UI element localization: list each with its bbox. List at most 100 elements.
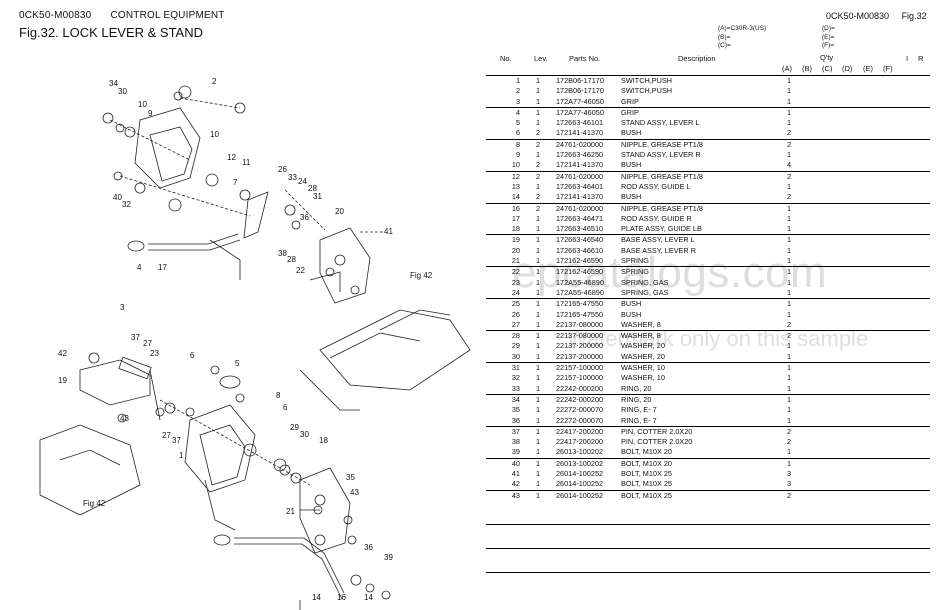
cell-qty-a: 1 [786,96,792,106]
cell-parts-no: 22242-000200 [556,383,604,393]
cell-description: SWITCH,PUSH [621,76,673,85]
callout-label: 12 [227,153,236,162]
cell-level: 2 [535,128,541,138]
cell-qty-a: 1 [786,415,792,425]
callout-label: 39 [384,553,393,562]
cell-parts-no: 172141-41370 [556,192,604,202]
cell-part-number-index: 29 [511,341,520,351]
cell-parts-no: 22272-000070 [556,415,604,425]
callout-label: 37 [172,436,181,445]
callout-label: 31 [313,192,322,201]
cell-part-number-index: 30 [511,351,520,361]
cell-parts-no: 22137-200000 [556,351,604,361]
callout-label: 32 [122,200,131,209]
cell-description: SWITCH,PUSH [621,86,673,96]
cell-part-number-index: 1 [515,76,520,85]
cell-qty-a: 2 [786,490,792,500]
cell-qty-a: 1 [786,373,792,383]
cell-description: BOLT, M10X 20 [621,458,672,468]
cell-qty-a: 1 [786,76,792,85]
cell-parts-no: 22417-200200 [556,437,604,447]
cell-description: RING, 20 [621,394,652,404]
cell-parts-no: 172663-46401 [556,181,604,191]
cell-qty-a: 1 [786,256,792,266]
cell-parts-no: 172663-46540 [556,235,604,245]
callout-label: 35 [346,473,355,482]
callout-label: 28 [308,184,317,193]
callout-label: 9 [148,109,153,118]
cell-level: 1 [535,437,541,447]
cell-description: SPRING [621,267,649,277]
cell-parts-no: 24761-020000 [556,171,604,181]
cell-part-number-index: 9 [515,150,520,160]
callout-label: 1 [179,451,184,460]
callout-label: 14 [312,593,321,602]
cell-parts-no: 172A77-46050 [556,96,604,106]
callout-label: 29 [290,423,299,432]
header-left: 0CK50-M00830 CONTROL EQUIPMENT [19,10,225,21]
cell-parts-no: 172663-46610 [556,245,604,255]
callout-label: 18 [319,436,328,445]
cell-description: WASHER, 20 [621,351,665,361]
cell-part-number-index: 8 [515,139,520,149]
fig-ref-lower: Fig 42 [83,499,106,508]
cell-qty-a: 1 [786,235,792,245]
upper-assembly [102,85,471,411]
cell-part-number-index: 33 [511,383,520,393]
callout-label: 7 [233,178,238,187]
cell-part-number-index: 28 [511,331,520,341]
variant-f: (F)= [822,42,835,49]
cell-qty-a: 1 [786,203,792,213]
cell-part-number-index: 14 [511,192,520,202]
callout-label: 24 [298,177,307,186]
cell-parts-no: 172165-47550 [556,309,604,319]
cell-level: 1 [535,331,541,341]
variant-e: (E)= [822,33,835,41]
cell-part-number-index: 43 [511,490,520,500]
cell-level: 1 [535,319,541,329]
cell-level: 1 [535,245,541,255]
callout-label: 20 [335,207,344,216]
cell-description: WASHER, 10 [621,373,665,383]
header-section: CONTROL EQUIPMENT [110,10,225,21]
cell-part-number-index: 13 [511,181,520,191]
cell-description: WASHER, 8 [621,319,661,329]
cell-qty-a: 2 [786,319,792,329]
col-description: Description [678,54,716,63]
cell-qty-a: 1 [786,277,792,287]
cell-qty-a: 1 [786,363,792,373]
cell-level: 1 [535,363,541,373]
cell-qty-a: 2 [786,331,792,341]
cell-part-number-index: 24 [511,287,520,297]
cell-level: 1 [535,235,541,245]
callout-label: 10 [138,100,147,109]
cell-part-number-index: 16 [511,203,520,213]
cell-parts-no: 172162-46590 [556,267,604,277]
cell-part-number-index: 23 [511,277,520,287]
col-i: I [906,54,909,63]
header-right: 0CK50-M00830 Fig.32 [826,11,927,21]
callout-label: 26 [278,165,287,174]
cell-qty-a: 1 [786,299,792,309]
parts-table-header: No. Lev. Parts No. Description Q'ty (A) … [486,49,930,76]
col-parts-no: Parts No. [569,54,601,63]
callout-label: 8 [276,391,281,400]
cell-description: BUSH [621,128,642,138]
cell-parts-no: 172162-46590 [556,256,604,266]
callout-label: 28 [287,255,296,264]
parts-table: No. Lev. Parts No. Description Q'ty (A) … [486,49,930,573]
fig-ref-upper: Fig 42 [410,271,433,280]
variant-d: (D)= [822,25,835,32]
callout-label: 6 [283,403,288,412]
cell-parts-no: 172141-41370 [556,160,604,170]
